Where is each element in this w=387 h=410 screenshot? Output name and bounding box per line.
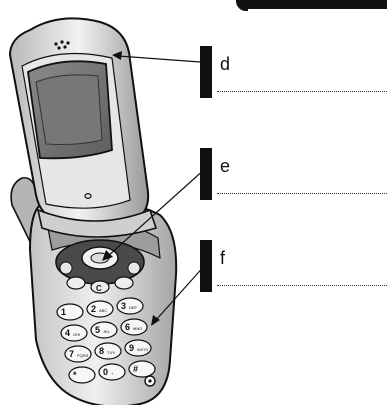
page-tab-corner (236, 0, 387, 11)
callout-rule (217, 285, 387, 286)
callout-d: d (200, 46, 387, 98)
callout-letter: f (220, 249, 225, 267)
callout-letter: d (220, 55, 230, 73)
keypad-key-digit: 9 (129, 343, 134, 353)
callout-f: f (200, 240, 387, 292)
keypad-key-digit: 3 (121, 301, 126, 311)
keypad-key-letters: GHI (73, 332, 80, 337)
keypad-key-digit: # (133, 364, 138, 374)
keypad-key-letters: WXYZ (137, 347, 149, 352)
keypad-key-digit: 4 (65, 328, 70, 338)
keypad-key-digit: 6 (125, 322, 130, 332)
clear-key-label: C (96, 284, 102, 293)
keypad-key-letters: TUV (107, 350, 115, 355)
callout-rule (217, 193, 387, 194)
callout-e: e (200, 148, 387, 200)
keypad-key-digit: * (73, 370, 77, 380)
callout-marker (200, 148, 212, 200)
callout-marker (200, 240, 212, 292)
callout-rule (217, 91, 387, 92)
keypad-key-digit: 8 (99, 346, 104, 356)
callout-letter: e (220, 157, 230, 175)
keypad-key-digit: 0 (103, 367, 108, 377)
keypad-key-letters: JKL (103, 329, 111, 334)
keypad-key-letters: MNO (133, 326, 142, 331)
keypad-key-digit: 5 (95, 325, 100, 335)
keypad-key-digit: 2 (91, 304, 96, 314)
keypad-key-digit: 1 (61, 307, 66, 317)
keypad-key-digit: 7 (69, 349, 74, 359)
keypad-key-letters: ABC (99, 308, 107, 313)
keypad-key-letters: DEF (129, 305, 138, 310)
callout-marker (200, 46, 212, 98)
keypad-key-letters: PQRS (77, 353, 89, 358)
